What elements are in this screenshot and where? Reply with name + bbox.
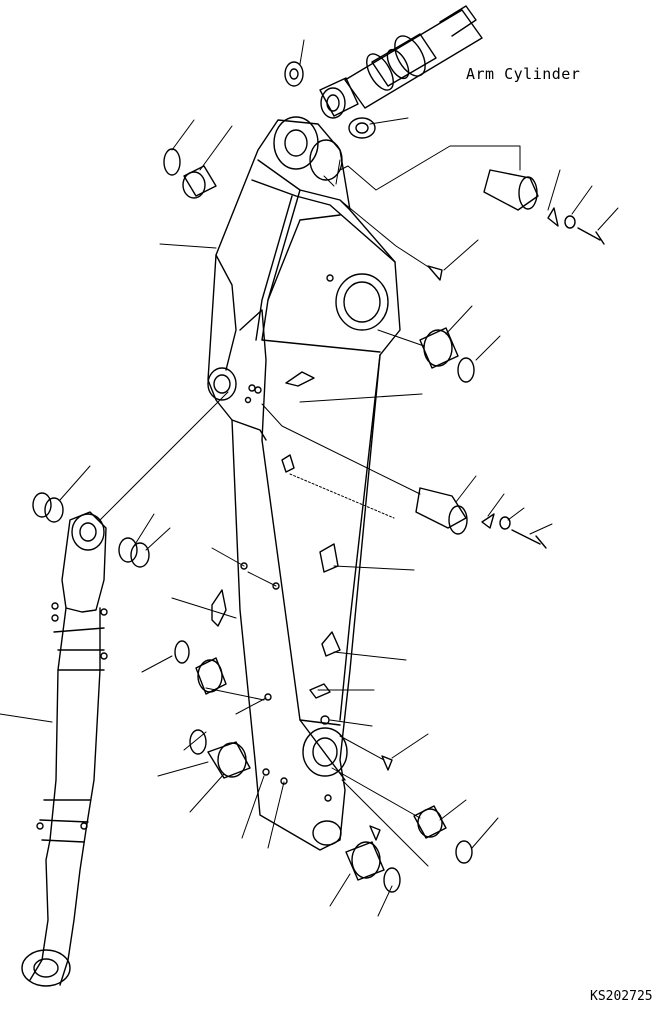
arrow-markers	[324, 160, 340, 186]
snap-ring-right	[458, 358, 474, 382]
arm-cylinder-label: Arm Cylinder	[466, 65, 581, 83]
leader-lines	[0, 40, 618, 916]
bucket-cylinder	[22, 512, 107, 986]
drawing-code-label: KS202725	[590, 989, 653, 1004]
snap-ring-top	[164, 149, 180, 175]
arm-cylinder-top	[320, 6, 482, 118]
arm-body	[208, 117, 400, 850]
washer-top	[285, 62, 303, 86]
washer-right-top	[349, 118, 375, 138]
loose-parts	[33, 62, 604, 892]
